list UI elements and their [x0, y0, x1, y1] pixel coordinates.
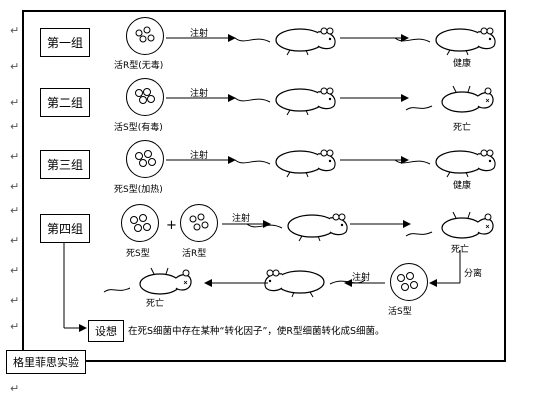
group-4-strain-b-label: 活R型	[182, 249, 207, 259]
group-2-strain-label: 活S型(有毒)	[114, 123, 163, 133]
paragraph-mark: ↵	[10, 180, 20, 193]
final-result-label: 死亡	[146, 299, 165, 309]
petri-dish-icon	[121, 204, 159, 242]
petri-dish-icon	[390, 263, 428, 301]
group-2-inject-label: 注射	[190, 89, 209, 99]
petri-dish-icon	[126, 140, 164, 178]
petri-dish-icon	[180, 204, 218, 242]
paragraph-mark: ↵	[10, 234, 20, 247]
group-3-box: 第三组	[40, 150, 91, 179]
group-1-box: 第一组	[40, 28, 91, 57]
paragraph-mark: ↵	[10, 204, 20, 217]
group-4-box: 第四组	[40, 214, 91, 243]
group-3-inject-label: 注射	[190, 151, 209, 161]
group-3-result-label: 健康	[453, 181, 472, 191]
group-1-inject-label: 注射	[190, 29, 209, 39]
paragraph-mark: ↵	[10, 60, 20, 73]
paragraph-mark: ↵	[10, 382, 20, 395]
hypothesis-label-box: 设想	[88, 320, 124, 342]
plus-sign: +	[166, 218, 177, 233]
paragraph-mark: ↵	[10, 320, 20, 333]
group-4-inject-label: 注射	[232, 214, 251, 224]
paragraph-mark: ↵	[10, 264, 20, 277]
paragraph-mark: ↵	[10, 96, 20, 109]
group-2-box: 第二组	[40, 88, 91, 117]
hypothesis-text: 在死S细菌中存在某种“转化因子”，使R型细菌转化成S细菌。	[128, 326, 385, 337]
group-1-result-label: 健康	[453, 59, 472, 69]
group-1-strain-label: 活R型(无毒)	[114, 61, 164, 71]
reinject-label: 注射	[352, 273, 371, 283]
group-4-result-label: 死亡	[451, 245, 470, 255]
experiment-title: 格里菲思实验	[6, 350, 86, 374]
petri-dish-icon	[126, 17, 164, 55]
group-3-strain-label: 死S型(加热)	[114, 185, 163, 195]
paragraph-mark: ↵	[10, 150, 20, 163]
paragraph-mark: ↵	[10, 24, 20, 37]
paragraph-mark: ↵	[10, 294, 20, 307]
group-4-strain-a-label: 死S型	[126, 249, 150, 259]
isolated-strain-label: 活S型	[388, 307, 412, 317]
group-2-result-label: 死亡	[453, 123, 472, 133]
isolate-label: 分离	[464, 269, 483, 279]
paragraph-mark: ↵	[10, 120, 20, 133]
diagram-frame	[22, 10, 506, 362]
